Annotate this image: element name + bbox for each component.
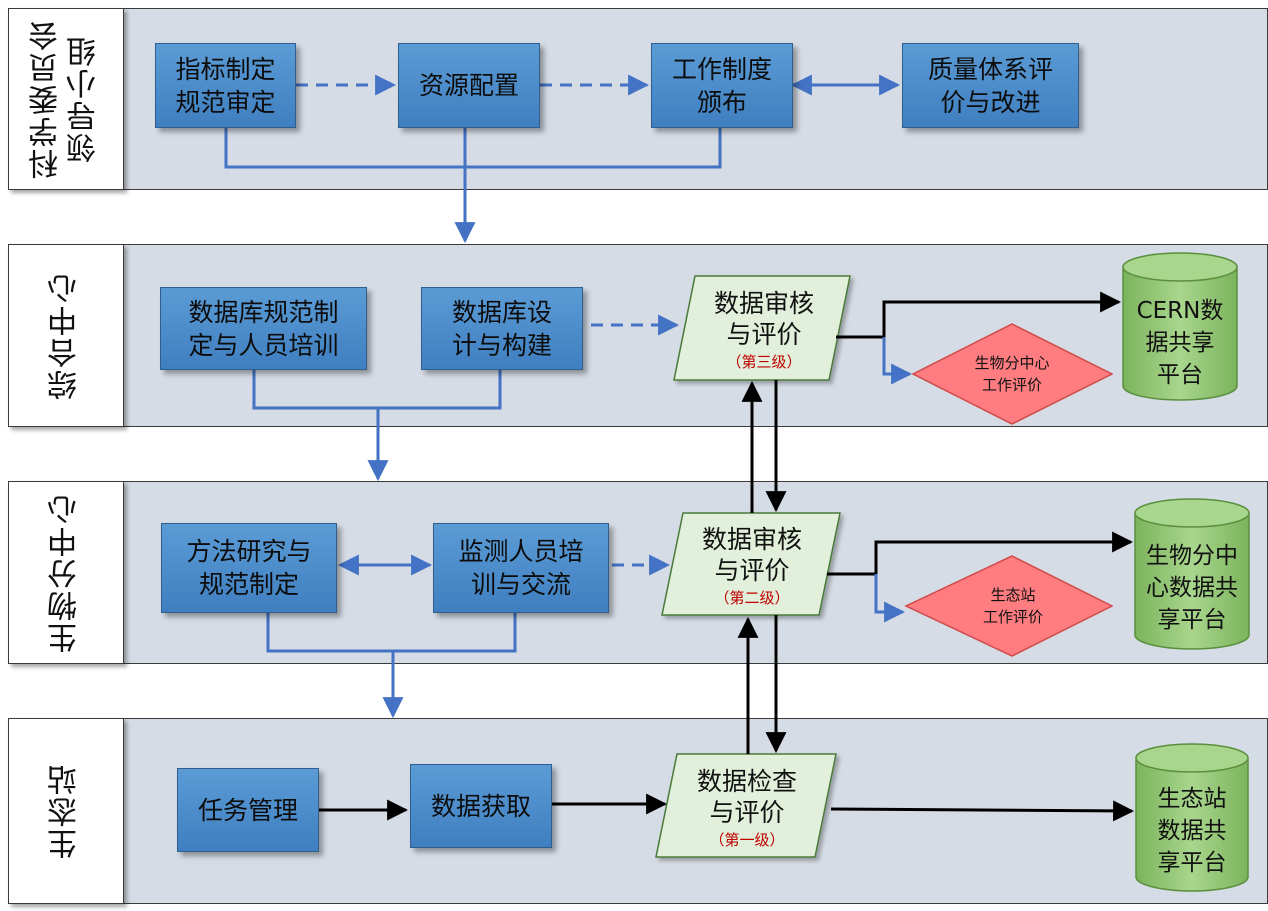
check-level1-shape [655,753,837,858]
methods-box: 方法研究与 规范制定 [161,523,337,613]
lane-label-committee: 科学委员会 领导小组 [8,8,124,190]
check-level1: 数据检查 与评价 （第一级） [672,760,822,856]
lane-label-center: 综合中心 [8,244,124,427]
cern-platform-label: CERN数 据共享 平台 [1136,298,1224,388]
station-platform-cylinder [1135,743,1249,892]
check-level1-tag: （第一级） [709,831,785,849]
center-bracket [252,370,502,410]
review-level3-shape [673,275,851,381]
lane-label-bio: 生物分中心 [8,481,124,664]
bio-evaluation-label: 生物分中心 工作评价 [974,354,1050,394]
db-design-box: 数据库设 计与构建 [421,287,583,370]
db-standards-box: 数据库规范制 定与人员培训 [160,287,367,370]
review-level3-label: 数据审核 与评价 [713,289,814,349]
quality-box: 质量体系评 价与改进 [902,43,1079,128]
policy-box: 工作制度 颁布 [651,43,793,128]
tasks-box: 任务管理 [177,768,319,852]
review-level3: 数据审核 与评价 （第三级） [690,282,838,378]
review-level2-shape [661,512,841,616]
station-platform-label: 生态站 数据共 享平台 [1157,786,1227,876]
station-evaluation-label: 生态站 工作评价 [982,586,1043,626]
arrow-review2-to-evaluation [874,574,906,623]
resources-box: 资源配置 [398,43,540,128]
training-box: 监测人员培 训与交流 [433,523,609,613]
lane-label-station: 生态站 [8,718,124,904]
arrow-check1-to-station-platform [830,800,1135,822]
arrow-review3-to-cern [836,291,1122,339]
bio-platform-label: 生物分中 心数据共 享平台 [1146,542,1238,633]
station-evaluation-diamond [904,555,1114,657]
review-level2-label: 数据审核 与评价 [701,525,802,585]
review-level3-tag: （第三级） [726,353,802,371]
check-level1-label: 数据检查 与评价 [696,767,797,827]
acquisition-box: 数据获取 [410,764,552,848]
cern-platform-cylinder [1122,252,1238,401]
committee-bracket [224,128,722,169]
review-level2-tag: （第二级） [714,589,790,607]
review-level2: 数据审核 与评价 （第二级） [678,518,826,614]
arrow-review2-to-bio-platform [827,531,1134,576]
bio-platform-cylinder [1134,498,1250,650]
standards-box: 指标制定 规范审定 [155,43,296,128]
bio-bracket [266,613,517,653]
arrow-review3-to-evaluation [882,337,913,385]
bio-evaluation-diamond [911,323,1114,425]
